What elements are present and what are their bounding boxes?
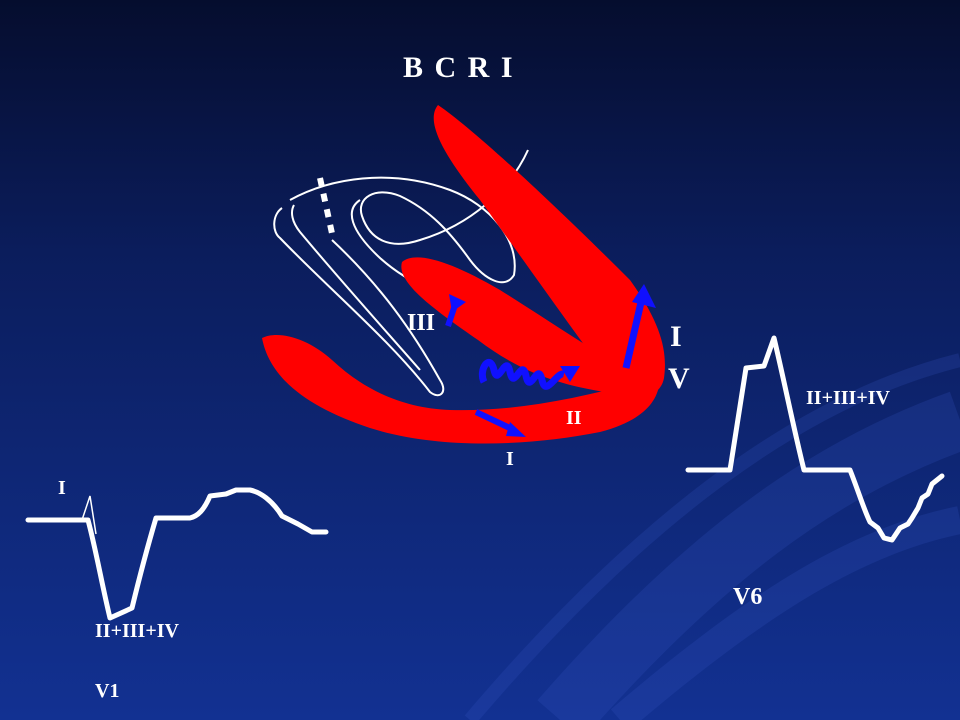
- background-swooshes: [464, 353, 960, 720]
- ecg-trace-v6: [685, 335, 945, 543]
- vector-arrow-III: [445, 294, 466, 327]
- vector-label-II: II: [566, 407, 582, 429]
- vector-label-I: I: [506, 448, 514, 470]
- vector-arrow-II-wavy: [478, 359, 580, 390]
- vector-arrow-I: [474, 409, 526, 437]
- slide-title: B C R I: [403, 51, 515, 84]
- ecg-v6-lead-label: V6: [733, 584, 763, 610]
- ecg-v1-r-wave-thin: [81, 495, 97, 535]
- inferior-wall: [262, 334, 660, 444]
- septum: [401, 257, 633, 393]
- heart-outline: [273, 149, 529, 397]
- ecg-v6-complex-label: II+III+IV: [806, 387, 890, 409]
- vector-label-IV-bottom: V: [668, 362, 692, 395]
- vector-arrow-IV: [622, 284, 656, 369]
- myocardium: [262, 105, 665, 444]
- ecg-v1-wave-I-label: I: [58, 477, 66, 499]
- vector-label-III: III: [407, 310, 436, 336]
- ecg-trace-v1: [25, 487, 329, 621]
- activation-vectors: [445, 284, 656, 437]
- lateral-wall: [433, 105, 665, 396]
- block-dashed-line: [317, 177, 336, 239]
- ecg-v1-complex-label: II+III+IV: [95, 620, 179, 642]
- vector-label-IV-top: I: [670, 320, 684, 353]
- ecg-v1-lead-label: V1: [95, 680, 120, 702]
